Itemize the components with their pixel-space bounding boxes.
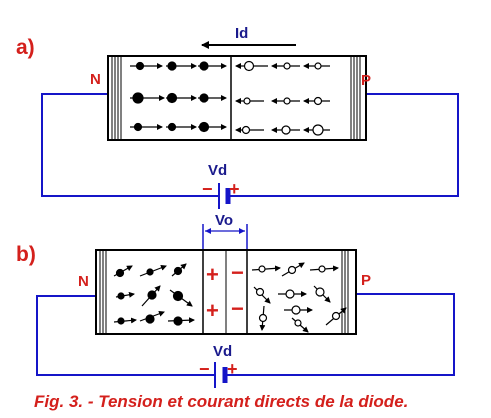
depletion-minus-bottom: − (231, 296, 244, 321)
depletion-minus-top: − (231, 260, 244, 285)
depletion-plus-bottom: + (206, 298, 219, 323)
electrons-n-side-b (113, 263, 195, 326)
battery-minus-b: − (199, 359, 210, 379)
contact-hatching-b-left (99, 250, 107, 334)
circuit-wire-b (36, 295, 215, 376)
voltage-label-a: Vd (208, 162, 228, 179)
holes-p-side-a (235, 60, 330, 136)
circuit-wire-a (41, 93, 219, 197)
terminal-p-b: P (361, 272, 372, 289)
circuit-wire-a-right (230, 93, 459, 197)
terminal-n-b: N (78, 273, 89, 290)
depletion-plus-top: + (206, 262, 219, 287)
figure-caption: Fig. 3. - Tension et courant directs de … (34, 392, 409, 411)
terminal-n-a: N (90, 71, 101, 88)
battery-minus-a: − (202, 179, 213, 199)
panel-b-label: b) (16, 243, 36, 266)
terminal-p-a: P (361, 72, 372, 89)
barrier-voltage-label: Vo (215, 212, 234, 229)
contact-hatching-a-left (111, 56, 122, 140)
voltage-label-b: Vd (213, 343, 233, 360)
battery-plus-b: + (227, 359, 238, 379)
current-label: Id (235, 25, 249, 42)
contact-hatching-b-right (341, 250, 349, 334)
circuit-wire-b-right (226, 293, 455, 376)
contact-hatching-a-right (350, 56, 361, 140)
holes-p-side-b (251, 262, 347, 333)
electrons-n-side-a (130, 61, 227, 133)
panel-a-label: a) (16, 36, 35, 59)
battery-plus-a: + (229, 179, 240, 199)
